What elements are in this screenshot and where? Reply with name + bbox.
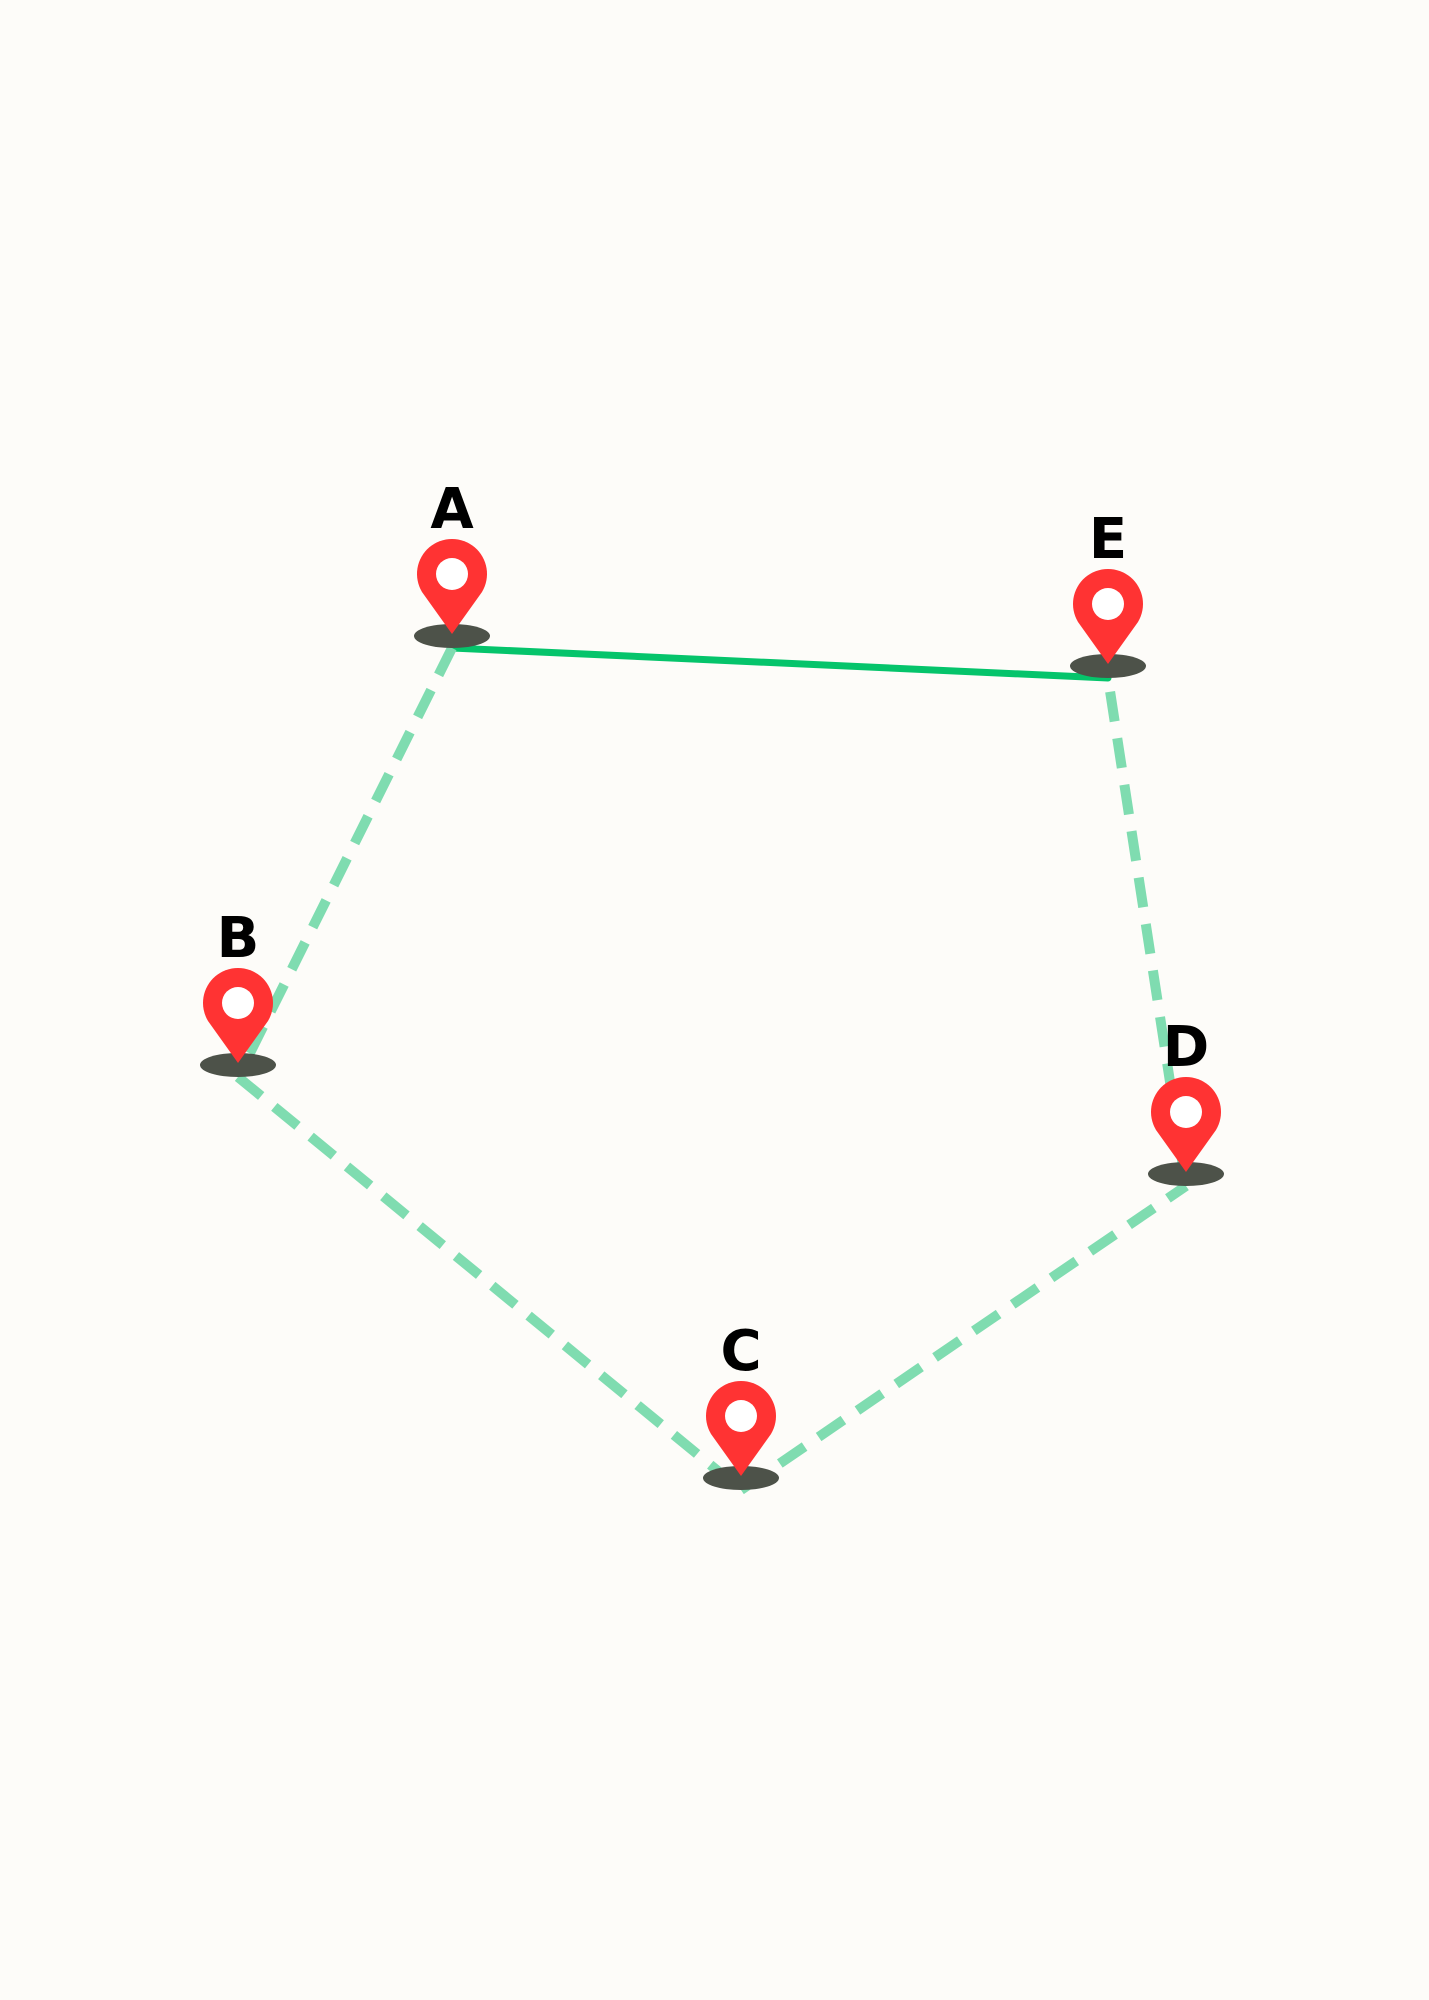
pin-shadow (1148, 1162, 1224, 1186)
node-label-a: A (430, 477, 474, 542)
edge-c-d (738, 1181, 1189, 1495)
pin-shadow (414, 624, 490, 648)
pin-shadow (703, 1466, 779, 1490)
pin-shadow (1070, 654, 1146, 678)
pin-hole (222, 987, 254, 1019)
nodes-layer: A B C D E (200, 477, 1224, 1490)
node-c[interactable]: C (703, 1319, 779, 1490)
node-b[interactable]: B (200, 906, 276, 1077)
edges-layer (233, 644, 1191, 1495)
node-label-c: C (720, 1319, 761, 1384)
edge-d-e (1103, 677, 1191, 1187)
node-a[interactable]: A (414, 477, 490, 648)
edge-b-c (234, 1073, 745, 1494)
edge-a-b (233, 645, 457, 1080)
pin-hole (436, 558, 468, 590)
node-label-d: D (1163, 1015, 1209, 1080)
node-e[interactable]: E (1070, 507, 1146, 678)
pin-shadow (200, 1053, 276, 1077)
pin-hole (725, 1400, 757, 1432)
pin-hole (1092, 588, 1124, 620)
node-label-b: B (217, 906, 260, 971)
node-label-e: E (1089, 507, 1127, 572)
pin-hole (1170, 1096, 1202, 1128)
edge-a-e (448, 644, 1112, 682)
node-d[interactable]: D (1148, 1015, 1224, 1186)
